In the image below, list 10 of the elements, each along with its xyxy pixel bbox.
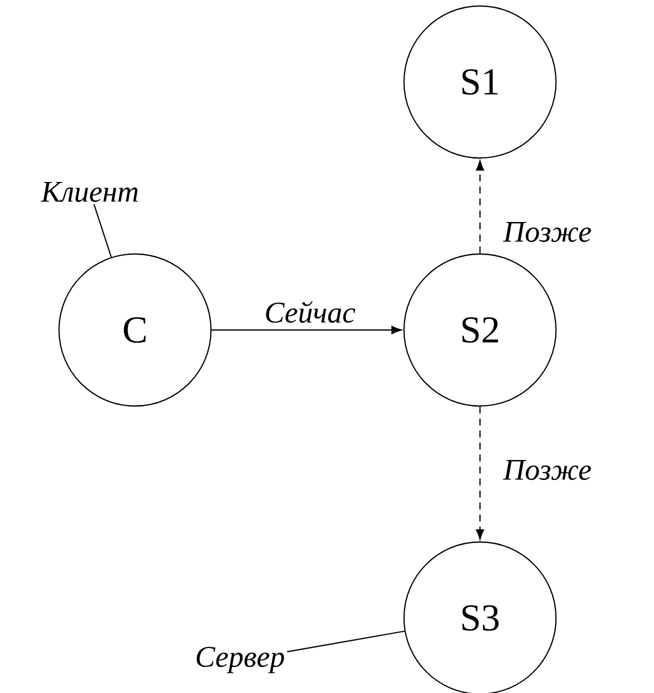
- leader-line: [287, 630, 405, 652]
- arrow: [476, 160, 484, 254]
- node-label: Клиент: [40, 182, 138, 202]
- edge-label: Позже: [502, 459, 593, 481]
- arrow: [476, 406, 484, 540]
- arrow: [212, 326, 402, 334]
- node-label: Сервер: [196, 646, 284, 674]
- leader-line: [93, 204, 112, 258]
- edge-label: Сейчас: [263, 300, 357, 324]
- edge-label: Позже: [502, 221, 593, 243]
